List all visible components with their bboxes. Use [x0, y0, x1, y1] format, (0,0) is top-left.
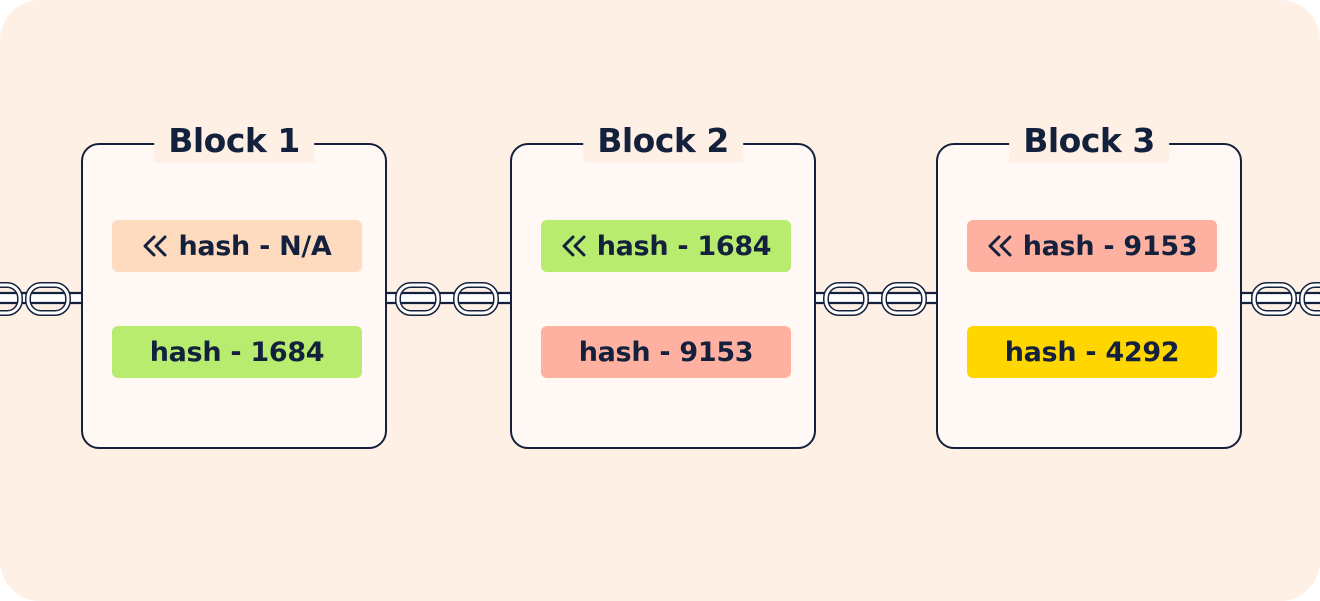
previous-hash-pill: hash - 1684 — [541, 220, 791, 272]
block-title: Block 2 — [583, 119, 743, 163]
current-hash-pill: hash - 4292 — [967, 326, 1217, 378]
current-hash-pill: hash - 9153 — [541, 326, 791, 378]
previous-hash-label: hash - 1684 — [596, 230, 772, 262]
block-1: Block 1 hash - N/A hash - 1684 — [81, 119, 387, 449]
current-hash-pill: hash - 1684 — [112, 326, 362, 378]
current-hash-label: hash - 4292 — [1004, 336, 1180, 368]
previous-hash-label: hash - 9153 — [1022, 230, 1198, 262]
previous-hash-pill: hash - 9153 — [967, 220, 1217, 272]
double-chevron-left-icon — [143, 235, 167, 257]
chain-segment-left — [0, 282, 100, 316]
previous-hash-pill: hash - N/A — [112, 220, 362, 272]
chain-segment-1-2 — [366, 282, 532, 316]
block-2: Block 2 hash - 1684 hash - 9153 — [510, 119, 816, 449]
current-hash-label: hash - 9153 — [578, 336, 754, 368]
block-title: Block 1 — [154, 119, 314, 163]
double-chevron-left-icon — [562, 235, 586, 257]
block-title: Block 3 — [1009, 119, 1169, 163]
double-chevron-left-icon — [988, 235, 1012, 257]
block-3: Block 3 hash - 9153 hash - 4292 — [936, 119, 1242, 449]
chain-segment-2-3 — [794, 282, 960, 316]
previous-hash-label: hash - N/A — [178, 230, 332, 262]
current-hash-label: hash - 1684 — [149, 336, 325, 368]
